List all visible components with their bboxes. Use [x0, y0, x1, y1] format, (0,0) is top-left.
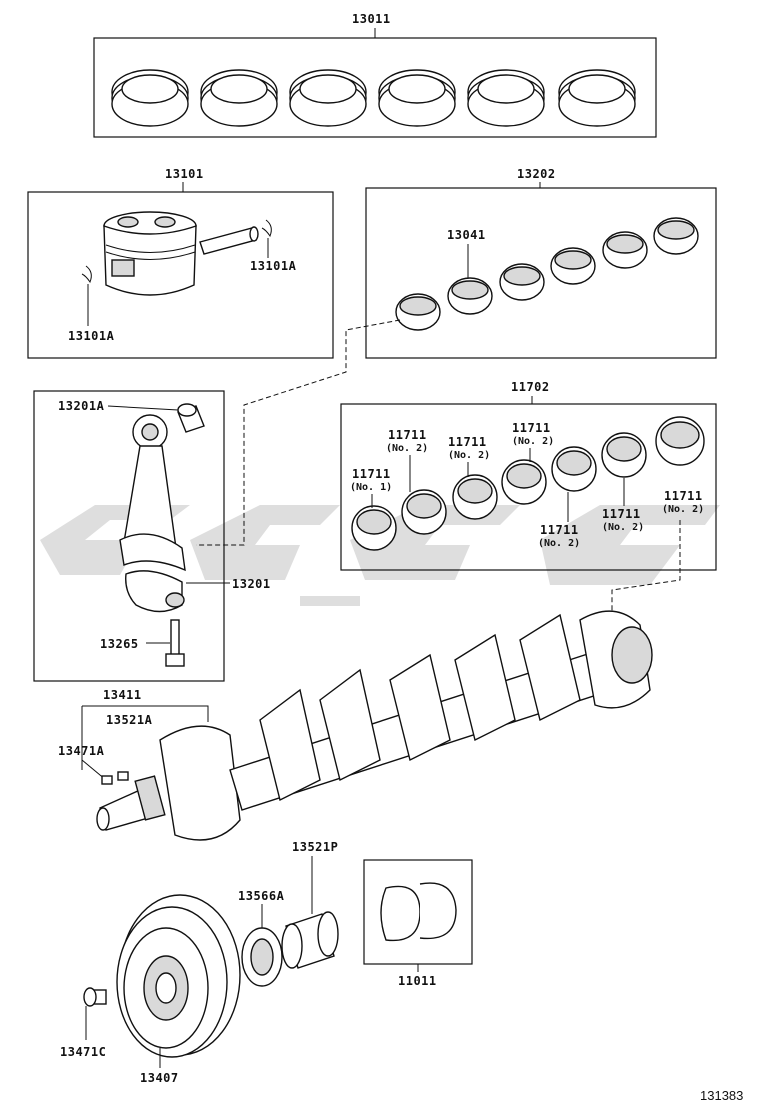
crankshaft-icon — [96, 610, 653, 841]
connecting-rod-group: 13201A 13201 13265 — [33, 390, 271, 682]
part-note-11711-1: (No. 1) — [350, 482, 392, 493]
snap-ring-right-icon — [261, 219, 272, 238]
part-label-11702: 11702 — [511, 380, 550, 394]
thrust-plate-group: 13566A — [238, 889, 285, 987]
part-label-13201a: 13201A — [58, 399, 105, 413]
part-note-11711-6: (No. 2) — [602, 522, 644, 533]
bushing-icon — [281, 911, 339, 969]
part-label-11711-7: 11711 — [664, 489, 703, 503]
part-label-13041: 13041 — [447, 228, 486, 242]
piston-icon — [103, 211, 197, 296]
rod-bushing-icon — [177, 403, 205, 433]
part-label-13201: 13201 — [232, 577, 271, 591]
part-label-11711-2: 11711 — [388, 428, 427, 442]
rod-bearing-shells — [395, 217, 699, 331]
crankshaft-group: 13411 13521A 13471A — [58, 610, 653, 841]
part-label-11711-6: 11711 — [602, 507, 641, 521]
part-label-13521a: 13521A — [106, 713, 153, 727]
main-bearing-shells — [351, 416, 705, 551]
part-note-11711-5: (No. 2) — [538, 538, 580, 549]
part-label-11711-5: 11711 — [540, 523, 579, 537]
part-label-13411: 13411 — [103, 688, 142, 702]
timing-gear-bushing-group: 13521P — [281, 840, 339, 969]
piston-pin-icon — [199, 226, 259, 255]
part-note-11711-2: (No. 2) — [386, 443, 428, 454]
part-label-11711-1: 11711 — [352, 467, 391, 481]
part-label-13101a-right: 13101A — [250, 259, 297, 273]
part-label-11011: 11011 — [398, 974, 437, 988]
piston-ring-icons — [111, 69, 636, 127]
snap-ring-left-icon — [81, 265, 92, 284]
part-label-13101: 13101 — [165, 167, 204, 181]
part-label-13521p: 13521P — [292, 840, 338, 854]
thrust-plate-icon — [241, 927, 283, 987]
part-label-13407: 13407 — [140, 1071, 179, 1085]
part-label-13202: 13202 — [517, 167, 556, 181]
part-label-13101a-left: 13101A — [68, 329, 115, 343]
part-label-13471a: 13471A — [58, 744, 105, 758]
connecting-rod-icon — [119, 414, 186, 613]
part-note-11711-7: (No. 2) — [662, 504, 704, 515]
thrust-washer-set-group: 11011 — [363, 859, 473, 988]
main-bearing-set-group: 11702 11711 (No. 1) 11711 (No. 2) 11711 … — [340, 380, 717, 620]
part-label-13011: 13011 — [352, 12, 391, 26]
pulley-bolt-icon — [83, 987, 107, 1007]
part-label-13566a: 13566A — [238, 889, 285, 903]
part-label-13265: 13265 — [100, 637, 139, 651]
piston-ring-set-group: 13011 — [93, 12, 657, 138]
piston-group: 13101 13101A 13101A — [27, 167, 334, 359]
figure-number: 131383 — [700, 1088, 743, 1103]
rod-bolt-icon — [165, 619, 185, 667]
part-label-11711-3: 11711 — [448, 435, 487, 449]
part-note-11711-4: (No. 2) — [512, 436, 554, 447]
crank-pulley-icon — [116, 894, 241, 1058]
crank-key-icon — [101, 771, 129, 785]
crank-pulley-group: 13407 13471C — [60, 894, 241, 1085]
part-label-11711-4: 11711 — [512, 421, 551, 435]
part-label-13471c: 13471C — [60, 1045, 106, 1059]
part-note-11711-3: (No. 2) — [448, 450, 490, 461]
thrust-washer-icons — [380, 882, 457, 942]
rod-bearing-set-group: 13202 13041 — [196, 167, 717, 546]
